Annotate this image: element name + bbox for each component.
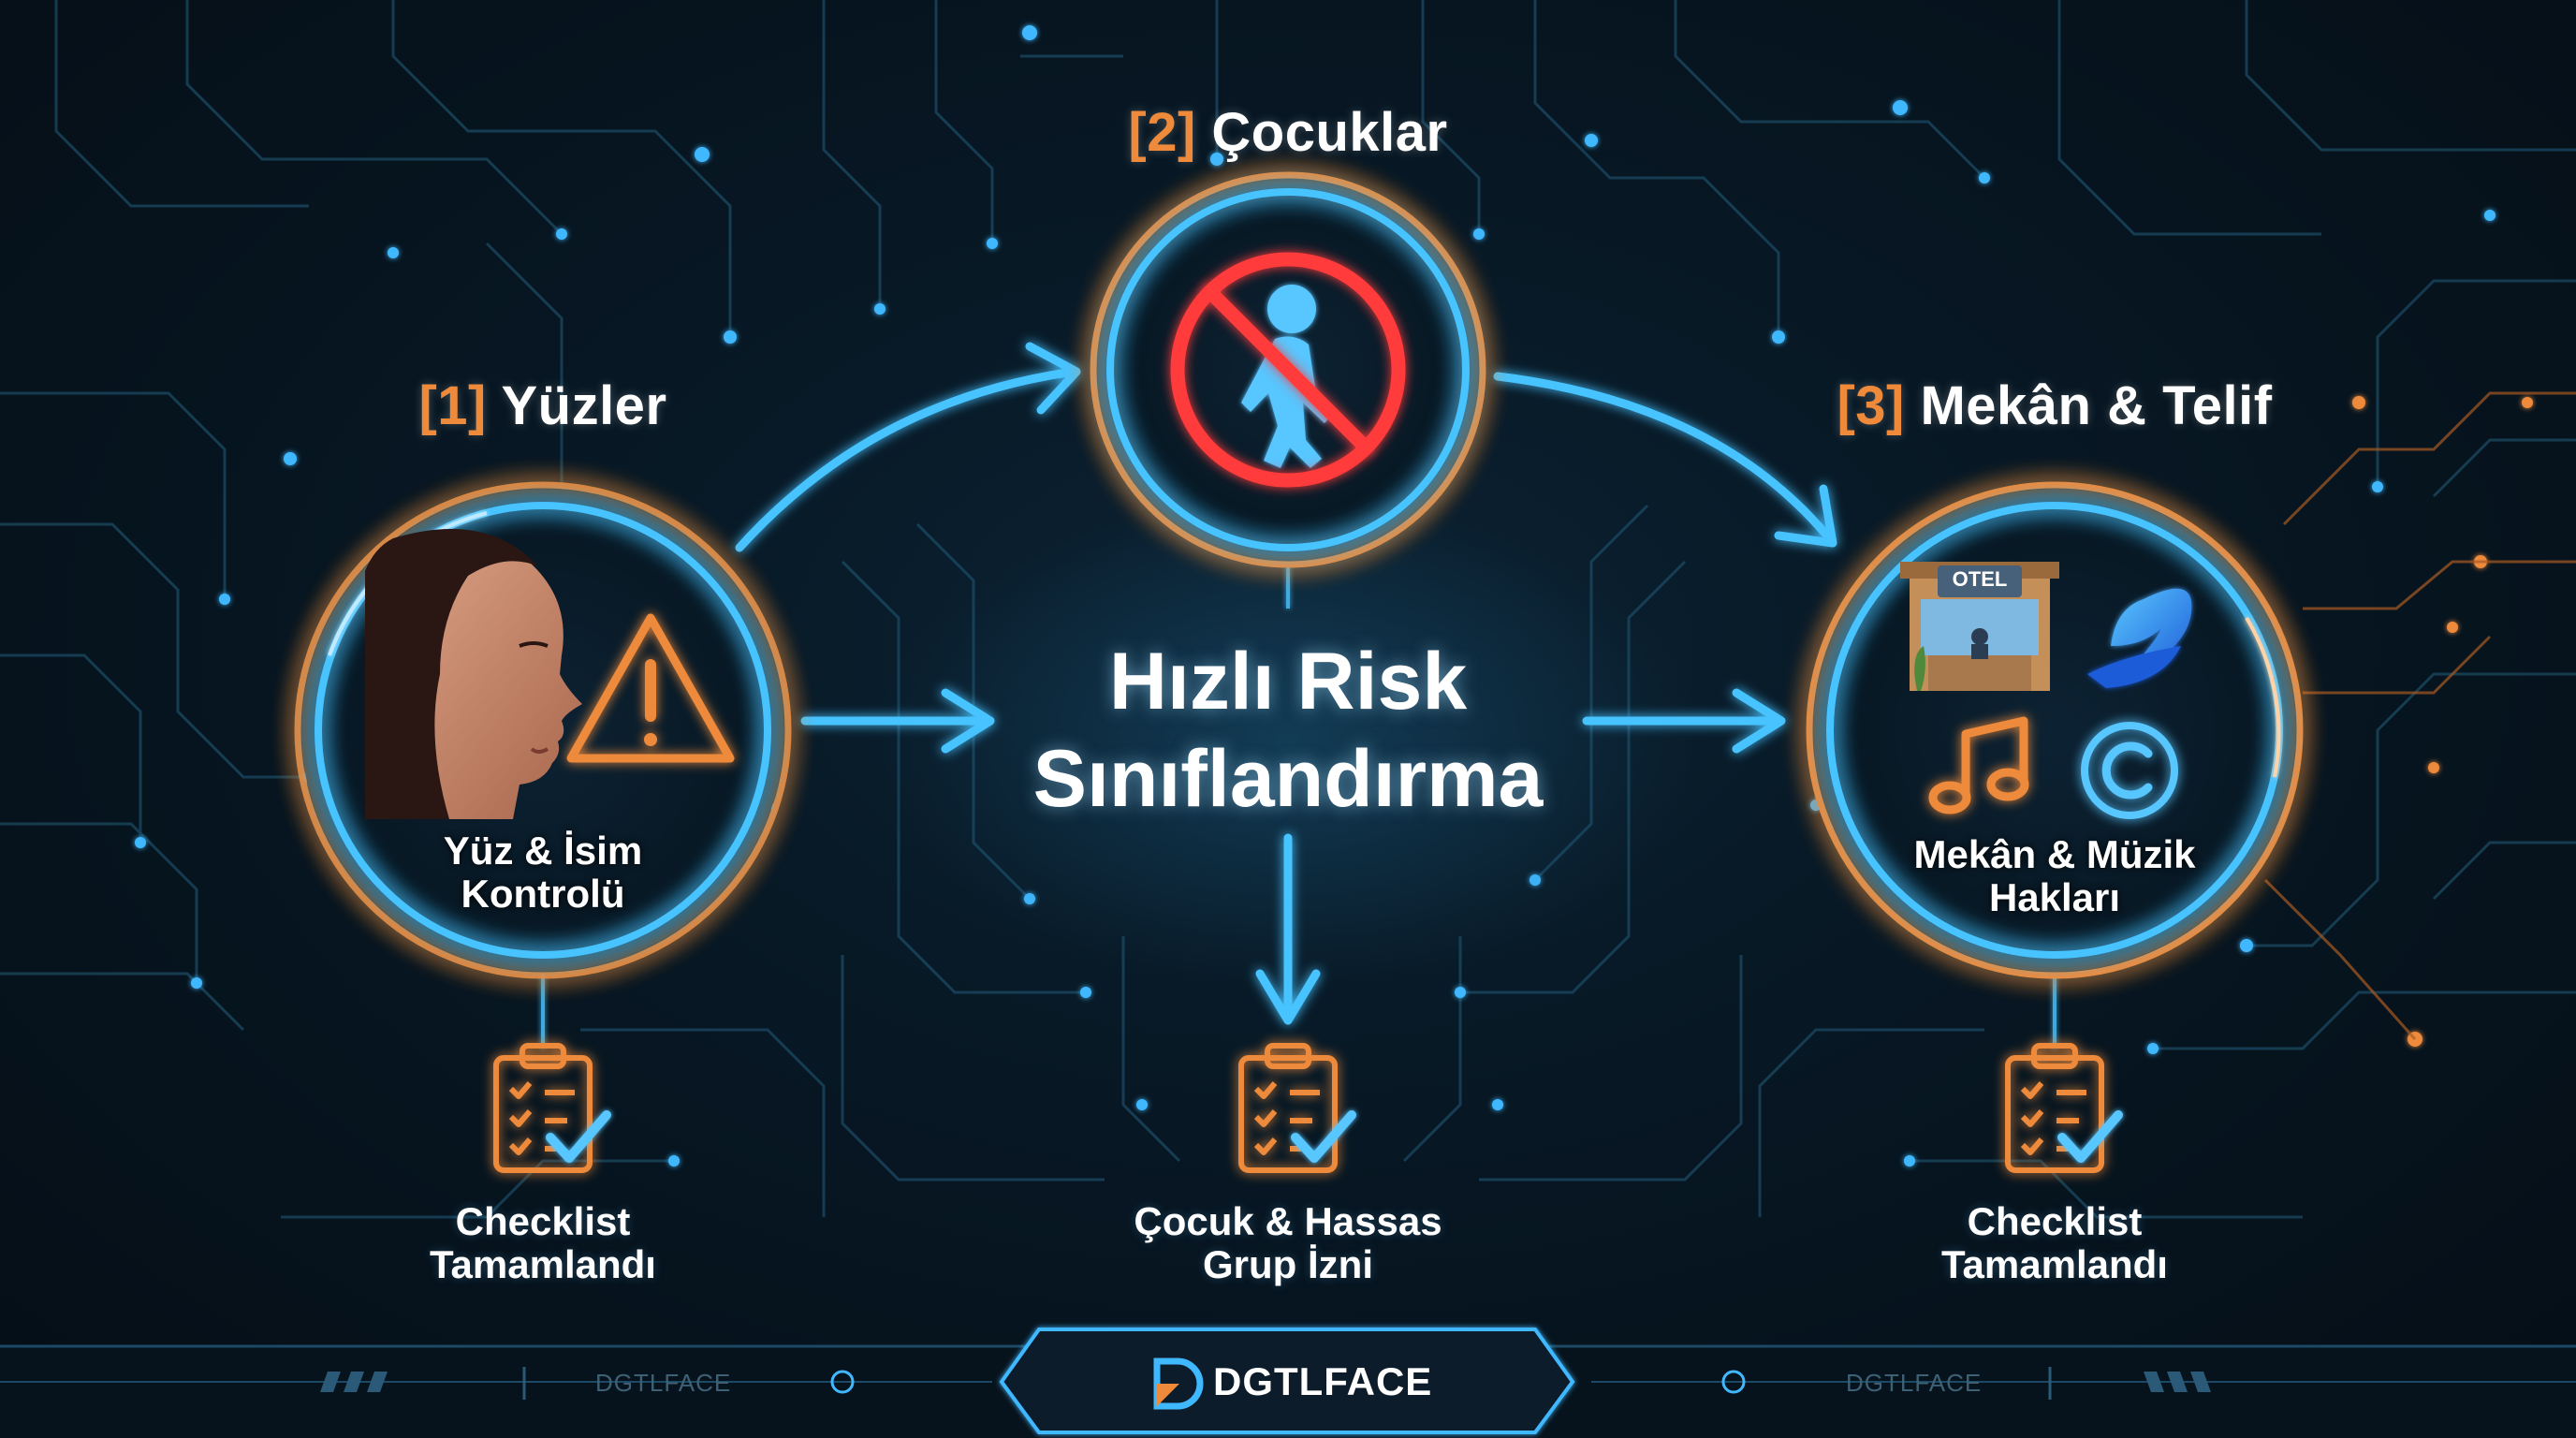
step1-circle — [294, 481, 792, 979]
center-halo — [876, 496, 1700, 983]
connection-arrows — [735, 342, 1837, 1025]
hotel-icon — [1900, 562, 2059, 691]
footer-bar — [0, 1328, 2576, 1438]
step1-label: Yüzler — [501, 375, 667, 436]
orange-traces-right — [2263, 391, 2576, 1040]
center-title: Hızlı Risk Sınıflandırma — [960, 633, 1616, 828]
copyright-icon — [2081, 722, 2178, 819]
footer-brand: DGTLFACE — [1213, 1359, 1433, 1403]
step1-title: [1] Yüzler — [393, 374, 693, 437]
hotel-sign: OTEL — [1952, 567, 2008, 591]
step2-title: [2] Çocuklar — [1101, 101, 1475, 164]
dgtlface-logo-icon — [1153, 1357, 1204, 1410]
step3-subtitle: Mekân & Müzik Hakları — [1913, 832, 2196, 919]
no-children-icon — [1170, 252, 1406, 488]
center-title-line1: Hızlı Risk — [1108, 637, 1468, 726]
checklist-icon — [2005, 1043, 2123, 1173]
step3-title: [3] Mekân & Telif — [1774, 374, 2335, 437]
footer-mark-left: DGTLFACE — [595, 1369, 732, 1397]
checklist-icon — [493, 1043, 611, 1173]
step3-number: [3] — [1837, 375, 1905, 436]
brand-logo-icon — [2087, 588, 2192, 688]
step1-subtitle: Yüz & İsim Kontrolü — [443, 829, 643, 916]
step2-circle — [1090, 171, 1486, 568]
checklist-caption-1: Checklist Tamamlandı — [430, 1199, 656, 1286]
checklist-caption-3: Checklist Tamamlandı — [1941, 1199, 2168, 1286]
step2-label: Çocuklar — [1211, 102, 1448, 163]
footer-mark-right: DGTLFACE — [1846, 1369, 1983, 1397]
step1-number: [1] — [418, 375, 487, 436]
music-note-icon — [1928, 716, 2029, 814]
warning-triangle-icon — [566, 613, 735, 763]
orange-circuit-nodes — [2352, 396, 2533, 1047]
arrow-step1-to-step2 — [735, 368, 1072, 552]
face-profile-icon — [365, 529, 582, 819]
step2-number: [2] — [1128, 102, 1196, 163]
checklist-caption-2: Çocuk & Hassas Grup İzni — [1134, 1199, 1442, 1286]
arrow-step2-to-step3 — [1493, 372, 1830, 538]
center-title-line2: Sınıflandırma — [1032, 734, 1544, 824]
checklist-icon — [1238, 1043, 1356, 1173]
step3-label: Mekân & Telif — [1920, 375, 2273, 436]
step3-circle — [1806, 481, 2304, 979]
